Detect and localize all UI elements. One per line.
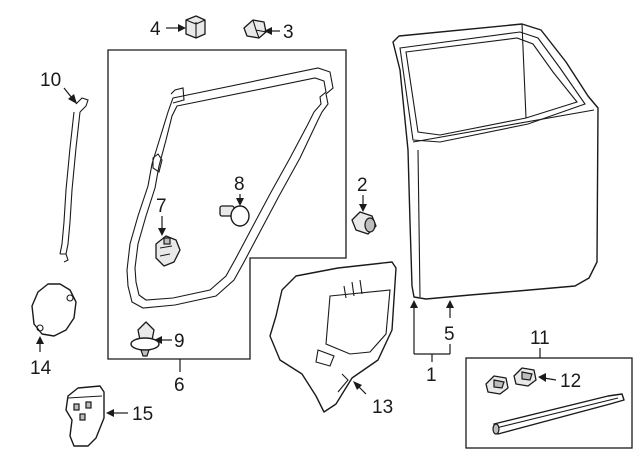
door-weatherstrip: [126, 67, 334, 309]
belt-moulding: [492, 393, 625, 435]
callout-8: 8: [234, 174, 245, 195]
callout-5: 5: [444, 324, 455, 345]
callout-2: 2: [357, 175, 368, 196]
moulding-clip-b: [513, 367, 537, 387]
callout-15: 15: [132, 404, 153, 425]
rear-door-shell: [392, 23, 599, 300]
callout-9: 9: [174, 331, 185, 352]
door-check-cable: [59, 97, 89, 263]
callout-11: 11: [530, 328, 550, 349]
speaker-cover: [31, 283, 77, 337]
wedge-clip: [243, 19, 267, 39]
callout-14: 14: [30, 358, 52, 379]
push-clip: [130, 321, 160, 357]
callout-13: 13: [372, 397, 393, 418]
inner-trim-shield: [269, 261, 397, 413]
callout-4: 4: [150, 19, 161, 40]
moulding-clip-a: [485, 375, 509, 395]
group-box-6: [107, 49, 347, 360]
callout-6: 6: [174, 375, 185, 396]
lock-bracket: [65, 385, 105, 447]
callout-10: 10: [40, 70, 61, 91]
grommet-plug: [219, 205, 250, 227]
callout-3: 3: [283, 22, 294, 43]
retainer-clip: [155, 235, 181, 267]
callout-12: 12: [560, 371, 581, 392]
callout-7: 7: [156, 196, 167, 217]
group-box-11: [465, 357, 633, 449]
bumper-stop: [351, 211, 377, 235]
callout-1: 1: [426, 365, 437, 386]
block-clip: [185, 15, 206, 39]
